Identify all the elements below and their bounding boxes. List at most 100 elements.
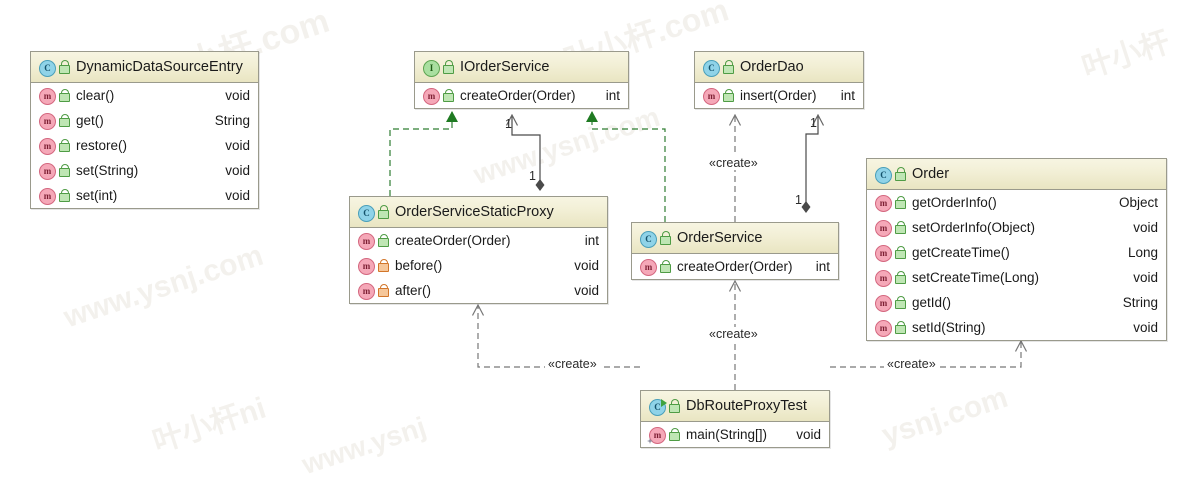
public-lock-icon: [668, 427, 680, 442]
member-name: setId(String): [912, 320, 986, 335]
interface-icon: I: [423, 59, 440, 77]
method-icon: m: [39, 163, 56, 180]
public-lock-icon: [894, 195, 906, 210]
method-icon: m: [423, 88, 440, 105]
class-name: Order: [912, 166, 950, 182]
member-name: before(): [395, 258, 443, 273]
method-icon: m: [39, 188, 56, 205]
method-icon: m: [703, 88, 720, 105]
class-member-row[interactable]: m setCreateTime(Long) void: [867, 265, 1166, 290]
member-return-type: void: [1133, 220, 1158, 235]
member-return-type: void: [574, 258, 599, 273]
member-return-type: void: [796, 427, 821, 442]
method-icon: m: [358, 283, 375, 300]
member-return-type: void: [1133, 320, 1158, 335]
public-lock-icon: [668, 399, 680, 413]
public-lock-icon: [58, 188, 70, 203]
method-icon: m: [875, 295, 892, 312]
member-return-type: int: [584, 233, 599, 248]
member-name: main(String[]): [686, 427, 768, 442]
class-member-row[interactable]: m createOrder(Order) int: [350, 228, 607, 253]
class-header[interactable]: C DynamicDataSourceEntry: [31, 52, 258, 83]
member-return-type: int: [815, 259, 830, 274]
class-member-row[interactable]: m createOrder(Order) int: [415, 83, 628, 108]
member-name: setCreateTime(Long): [912, 270, 1040, 285]
class-name: DynamicDataSourceEntry: [76, 59, 243, 75]
method-icon: m: [39, 138, 56, 155]
method-icon: m: [875, 270, 892, 287]
private-lock-icon: [377, 283, 389, 298]
class-name: OrderServiceStaticProxy: [395, 204, 554, 220]
private-lock-icon: [377, 258, 389, 273]
public-lock-icon: [58, 138, 70, 153]
member-name: getId(): [912, 295, 952, 310]
class-member-row[interactable]: m insert(Order) int: [695, 83, 863, 108]
member-return-type: int: [605, 88, 620, 103]
multiplicity-orderservice-source: 1: [795, 193, 802, 207]
multiplicity-staticproxy-target: 1: [505, 117, 512, 131]
edge-label-create-test-order: «create»: [884, 357, 939, 371]
member-return-type: String: [214, 113, 250, 128]
class-icon: C: [703, 59, 720, 77]
public-lock-icon: [58, 60, 70, 74]
method-icon: m: [39, 113, 56, 130]
method-icon: m: [39, 88, 56, 105]
member-name: clear(): [76, 88, 115, 103]
member-name: insert(Order): [740, 88, 817, 103]
member-name: set(String): [76, 163, 139, 178]
edge-label-create-orderservice-orderdao: «create»: [706, 156, 761, 170]
edge-aggregation-orderservice-orderdao: [806, 116, 818, 212]
class-member-row[interactable]: m createOrder(Order) int: [632, 254, 838, 279]
method-icon: m: [875, 245, 892, 262]
edge-label-create-test-orderservice: «create»: [706, 327, 761, 341]
class-icon: C: [39, 59, 56, 77]
public-lock-icon: [722, 60, 734, 74]
public-lock-icon: [377, 205, 389, 219]
class-header[interactable]: C Order: [867, 159, 1166, 190]
class-member-row[interactable]: m restore() void: [31, 133, 258, 158]
member-return-type: void: [574, 283, 599, 298]
method-icon: m: [640, 259, 657, 276]
member-return-type: int: [840, 88, 855, 103]
member-return-type: void: [1133, 270, 1158, 285]
class-member-row[interactable]: m clear() void: [31, 83, 258, 108]
member-name: createOrder(Order): [677, 259, 793, 274]
member-return-type: void: [225, 88, 250, 103]
public-lock-icon: [659, 231, 671, 245]
member-name: restore(): [76, 138, 128, 153]
method-icon: m: [358, 233, 375, 250]
member-name: createOrder(Order): [460, 88, 576, 103]
edge-realization-staticproxy-iorderservice: [389, 111, 458, 196]
member-name: getCreateTime(): [912, 245, 1010, 260]
public-lock-icon: [894, 295, 906, 310]
class-icon: C: [875, 166, 892, 184]
member-return-type: void: [225, 138, 250, 153]
public-lock-icon: [377, 233, 389, 248]
public-lock-icon: [894, 245, 906, 260]
member-name: createOrder(Order): [395, 233, 511, 248]
